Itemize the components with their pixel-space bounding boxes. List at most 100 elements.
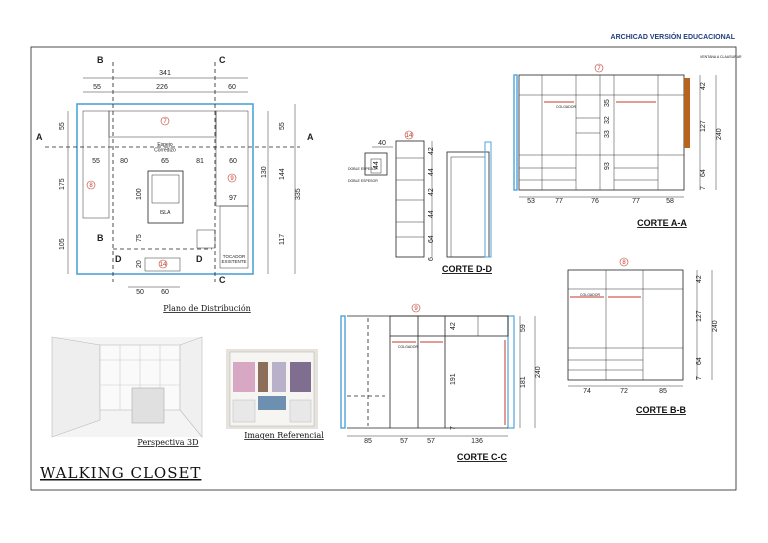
cc-bottom-3: 136 bbox=[471, 438, 483, 445]
aa-right-0: 42 bbox=[700, 82, 707, 90]
mark-b-top: B bbox=[97, 55, 104, 65]
dim-inner-e: 60 bbox=[229, 158, 237, 165]
sheet-frame bbox=[30, 46, 737, 491]
dim-top-a: 55 bbox=[93, 84, 101, 91]
aa-cabinet bbox=[518, 74, 685, 191]
reference-clothes bbox=[258, 362, 268, 392]
aa-right-3: 7 bbox=[700, 186, 707, 190]
cc-right-0: 59 bbox=[520, 324, 527, 332]
cc-bottom-2: 57 bbox=[427, 438, 435, 445]
bb-right-3: 7 bbox=[696, 376, 703, 380]
aa-bottom-0: 53 bbox=[527, 198, 535, 205]
marker-14-label: 14 bbox=[160, 262, 167, 268]
closet-bottom bbox=[144, 257, 181, 272]
dd-dim-5: 64 bbox=[428, 235, 435, 243]
dim-left-a: 55 bbox=[59, 122, 66, 130]
cc-bottom-1: 57 bbox=[400, 438, 408, 445]
aa-inner-3: 93 bbox=[604, 162, 611, 170]
plan-caption: Plano de Distribución bbox=[163, 304, 251, 313]
dim-bottom-a: 50 bbox=[136, 289, 144, 296]
dd-dim-2: 44 bbox=[428, 168, 435, 176]
cc-marker-label: 9 bbox=[414, 306, 418, 312]
dd-dim-0: 40 bbox=[378, 140, 386, 147]
cc-inner-0: 42 bbox=[450, 322, 457, 330]
dd-door bbox=[446, 151, 490, 258]
aa-marker bbox=[594, 63, 604, 73]
dd-cabinet bbox=[395, 140, 425, 258]
cc-total: 240 bbox=[535, 366, 542, 378]
dim-bottom-b: 60 bbox=[161, 289, 169, 296]
dim-inner-b: 80 bbox=[120, 158, 128, 165]
dd-dim-3: 42 bbox=[428, 188, 435, 196]
bb-rail-label: COLGADOR bbox=[580, 293, 601, 297]
dim-mid-c: 97 bbox=[229, 195, 237, 202]
dim-inner-a: 55 bbox=[92, 158, 100, 165]
cc-wall-right bbox=[507, 315, 515, 429]
closet-left bbox=[82, 110, 110, 219]
bb-cabinet bbox=[567, 269, 684, 381]
dim-left-c: 105 bbox=[59, 238, 66, 250]
dd-note2: DOBLE ESPESOR bbox=[348, 179, 378, 183]
bb-title: CORTE B-B bbox=[636, 405, 686, 415]
aa-inner-2: 33 bbox=[604, 130, 611, 138]
marker-9-label: 9 bbox=[230, 176, 234, 182]
dd-detail-dim: 44 bbox=[373, 161, 380, 169]
aa-wall-left bbox=[513, 74, 518, 191]
cc-title: CORTE C-C bbox=[457, 452, 507, 462]
marker-7 bbox=[160, 116, 170, 126]
dim-right-d: 117 bbox=[279, 234, 286, 245]
dd-dim-4: 44 bbox=[428, 210, 435, 218]
dd-marker bbox=[404, 130, 414, 140]
aa-bottom-1: 77 bbox=[555, 198, 563, 205]
mark-a-left: A bbox=[36, 132, 43, 142]
mark-b-bottom: B bbox=[97, 233, 104, 243]
cc-inner-1: 191 bbox=[450, 373, 457, 385]
cc-wall-left bbox=[340, 315, 346, 429]
dd-marker-label: 14 bbox=[406, 133, 413, 139]
aa-total: 240 bbox=[716, 128, 723, 140]
bb-total: 240 bbox=[712, 320, 719, 332]
dim-right-c: 144 bbox=[279, 168, 286, 180]
mark-c-bottom: C bbox=[219, 275, 226, 285]
corte-aa: COLGADOR VENTANA A CLAUSURAR 7 35 32 33 … bbox=[513, 55, 742, 228]
aa-bottom-4: 58 bbox=[666, 198, 674, 205]
bb-right-2: 64 bbox=[696, 357, 703, 365]
dim-top-c: 60 bbox=[228, 84, 236, 91]
marker-8 bbox=[86, 180, 96, 190]
dim-inner-d: 81 bbox=[196, 158, 204, 165]
dd-dim-6: 6 bbox=[428, 257, 435, 261]
dd-detail-inner bbox=[370, 158, 382, 174]
perspective-caption: Perspectiva 3D bbox=[137, 438, 198, 447]
dim-mid-d: 20 bbox=[136, 260, 143, 268]
chair bbox=[196, 229, 216, 249]
plan-wall bbox=[76, 103, 254, 275]
mark-d-right: D bbox=[196, 254, 203, 264]
dd-dim-1: 42 bbox=[428, 147, 435, 155]
mark-a-right: A bbox=[307, 132, 314, 142]
marker-14 bbox=[158, 259, 168, 269]
reference-image: Imagen Referencial bbox=[226, 349, 324, 440]
reference-clothes bbox=[290, 362, 311, 392]
dd-note1: DOBLE ESPESOR bbox=[348, 167, 378, 171]
aa-right-2: 64 bbox=[700, 169, 707, 177]
isla bbox=[147, 170, 184, 224]
sheet-title: WALKING CLOSET bbox=[40, 464, 201, 482]
dim-right-total: 335 bbox=[295, 188, 302, 200]
aa-inner-1: 32 bbox=[604, 116, 611, 124]
perspective-wall-left bbox=[51, 336, 101, 438]
tocador bbox=[219, 205, 249, 269]
aa-right-1: 127 bbox=[700, 120, 707, 132]
dim-top-b: 226 bbox=[156, 84, 168, 91]
dd-detail-box bbox=[364, 152, 388, 176]
aa-inner-0: 35 bbox=[604, 99, 611, 107]
reference-clothes bbox=[258, 396, 286, 410]
perspective-view: Perspectiva 3D bbox=[51, 336, 203, 447]
label-isla: ISLA bbox=[160, 210, 172, 216]
corte-bb: COLGADOR 8 74 72 85 42 127 64 7 240 CORT… bbox=[567, 257, 719, 415]
dim-mid-a: 100 bbox=[136, 188, 143, 200]
cc-upper bbox=[389, 315, 509, 337]
aa-note: VENTANA A CLAUSURAR bbox=[700, 55, 742, 59]
cc-rail-label: COLGADOR bbox=[398, 345, 419, 349]
